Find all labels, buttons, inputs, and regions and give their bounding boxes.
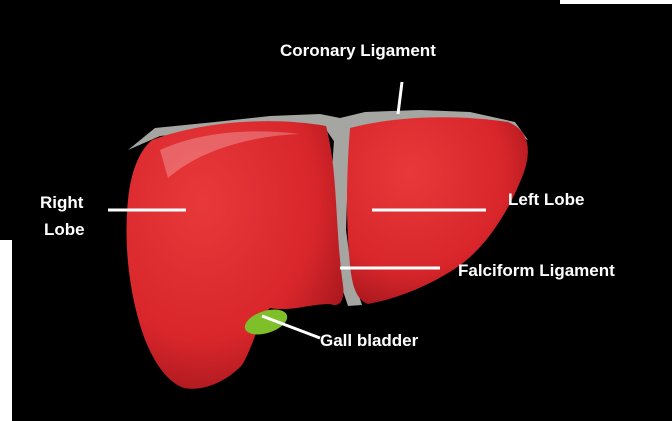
- gall-bladder-label: Gall bladder: [320, 331, 419, 350]
- falciform-ligament-label: Falciform Ligament: [458, 261, 615, 280]
- left-lobe-label: Left Lobe: [508, 190, 585, 209]
- right-lobe-label-line2: Lobe: [44, 220, 85, 239]
- coronary-ligament-label: Coronary Ligament: [280, 41, 436, 60]
- right-lobe-label-line1: Right: [40, 193, 84, 212]
